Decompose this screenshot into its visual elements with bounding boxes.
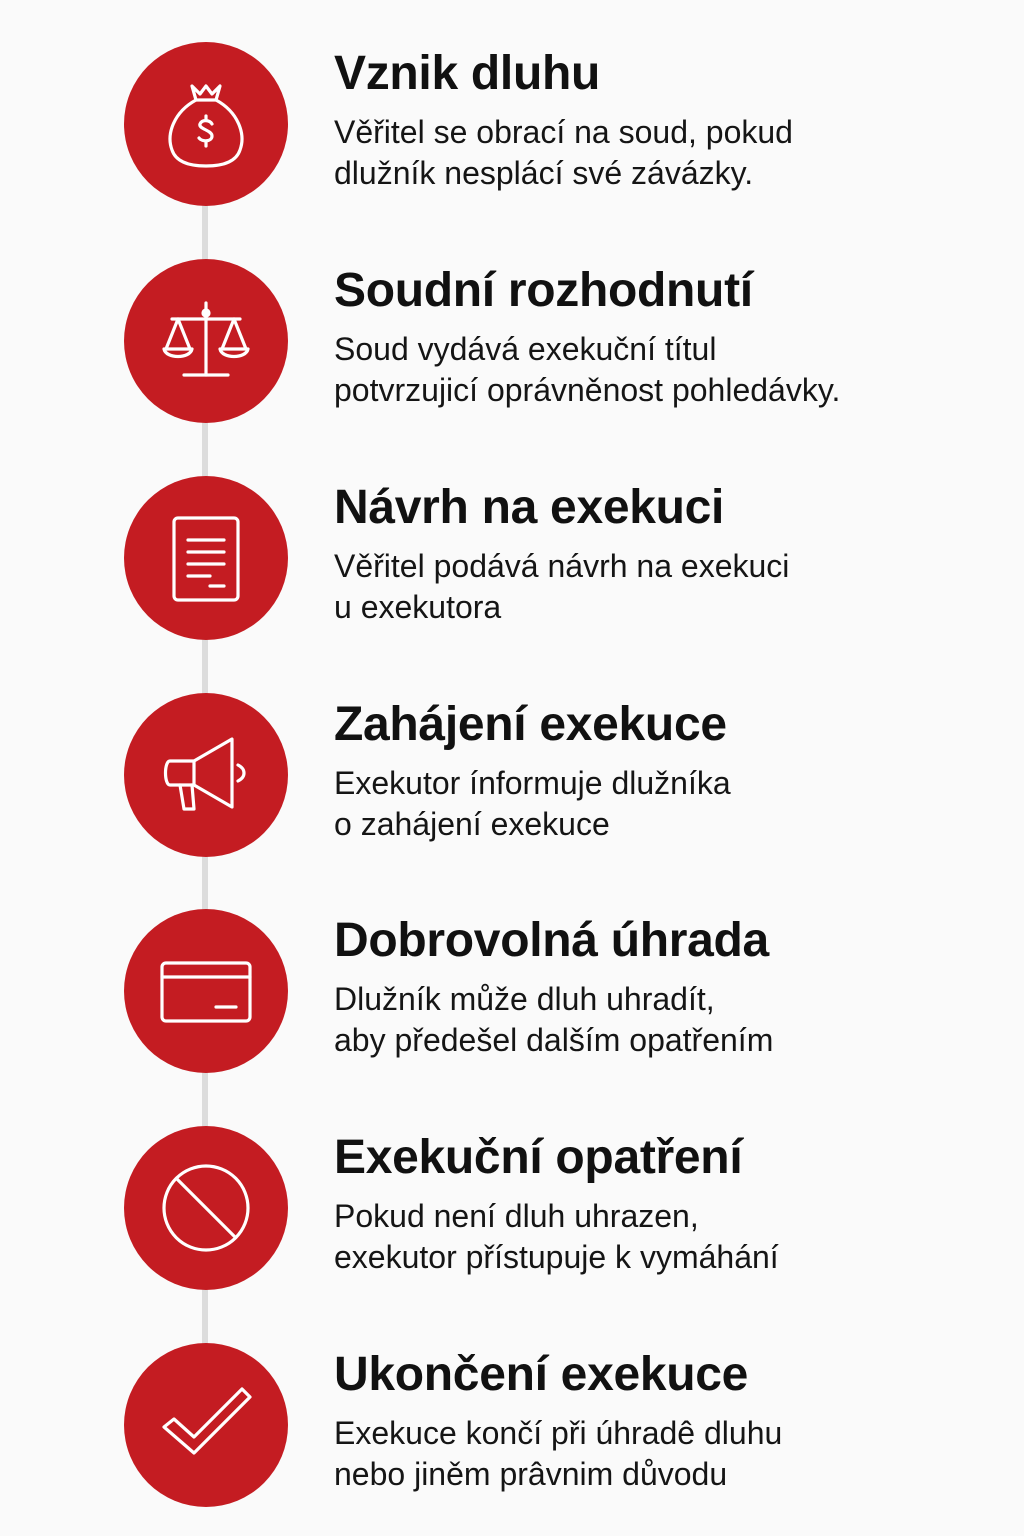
- step-description: Věřitel se obrací na soud, pokud dlužník…: [334, 112, 994, 194]
- step-dobrovolna-uhrada: Dobrovolná úhrada Dlužník může dluh uhra…: [0, 909, 1024, 1079]
- step-ukonceni-exekuce: Ukončení exekuce Exekuce končí při úhrad…: [0, 1343, 1024, 1513]
- step-title: Soudní rozhodnutí: [334, 264, 753, 317]
- step-title: Návrh na exekuci: [334, 481, 725, 534]
- step-description: Pokud není dluh uhrazen, exekutor přístu…: [334, 1196, 994, 1278]
- document-icon: [172, 516, 240, 602]
- step-circle: [124, 476, 288, 640]
- step-description-line: nebo jiněm prâvnim důvodu: [334, 1456, 728, 1492]
- step-description-line: aby předešel dalším opatřením: [334, 1022, 774, 1058]
- step-description-line: exekutor přístupuje k vymáhání: [334, 1239, 779, 1275]
- step-zahajeni-exekuce: Zahájení exekuce Exekutor ínformuje dluž…: [0, 693, 1024, 863]
- step-description: Exekutor ínformuje dlužníka o zahájení e…: [334, 763, 994, 845]
- step-description-line: Dlužník může dluh uhradít,: [334, 981, 715, 1017]
- step-title: Dobrovolná úhrada: [334, 914, 769, 967]
- step-exekucni-opatreni: Exekuční opatření Pokud není dluh uhraze…: [0, 1126, 1024, 1296]
- scales-icon: [162, 301, 250, 377]
- step-description-line: Soud vydává exekuční títul: [334, 331, 717, 367]
- megaphone-icon: [163, 737, 246, 811]
- step-description-line: o zahájení exekuce: [334, 806, 610, 842]
- step-description-line: Exekutor ínformuje dlužníka: [334, 765, 731, 801]
- step-circle: [124, 259, 288, 423]
- step-description: Soud vydává exekuční títul potvrzujicí o…: [334, 329, 994, 411]
- step-description-line: u exekutora: [334, 589, 502, 625]
- step-description: Dlužník může dluh uhradít, aby předešel …: [334, 979, 994, 1061]
- step-description-line: Věřitel se obrací na soud, pokud: [334, 114, 793, 150]
- step-description-line: potvrzujicí oprávněnost pohledávky.: [334, 372, 841, 408]
- prohibited-icon: [162, 1164, 250, 1252]
- step-title: Exekuční opatření: [334, 1131, 743, 1184]
- step-soudni-rozhodnuti: Soudní rozhodnutí Soud vydává exekuční t…: [0, 259, 1024, 429]
- step-circle: [124, 1343, 288, 1507]
- credit-card-icon: [160, 961, 252, 1023]
- step-circle: [124, 693, 288, 857]
- checkmark-icon: [162, 1387, 252, 1455]
- step-circle: [124, 909, 288, 1073]
- step-title: Vznik dluhu: [334, 47, 601, 100]
- step-description: Věřitel podává návrh na exekuci u exekut…: [334, 546, 994, 628]
- step-description-line: Pokud není dluh uhrazen,: [334, 1198, 699, 1234]
- step-description-line: Exekuce končí při úhradê dluhu: [334, 1415, 783, 1451]
- step-navrh-na-exekuci: Návrh na exekuci Věřitel podává návrh na…: [0, 476, 1024, 646]
- step-vznik-dluhu: Vznik dluhu Věřitel se obrací na soud, p…: [0, 42, 1024, 212]
- money-bag-icon: [168, 84, 244, 168]
- step-circle: [124, 42, 288, 206]
- step-title: Zahájení exekuce: [334, 698, 727, 751]
- step-description-line: dlužník nesplácí své závázky.: [334, 155, 754, 191]
- step-description-line: Věřitel podává návrh na exekuci: [334, 548, 790, 584]
- step-circle: [124, 1126, 288, 1290]
- step-description: Exekuce končí při úhradê dluhu nebo jině…: [334, 1413, 994, 1495]
- step-title: Ukončení exekuce: [334, 1348, 749, 1401]
